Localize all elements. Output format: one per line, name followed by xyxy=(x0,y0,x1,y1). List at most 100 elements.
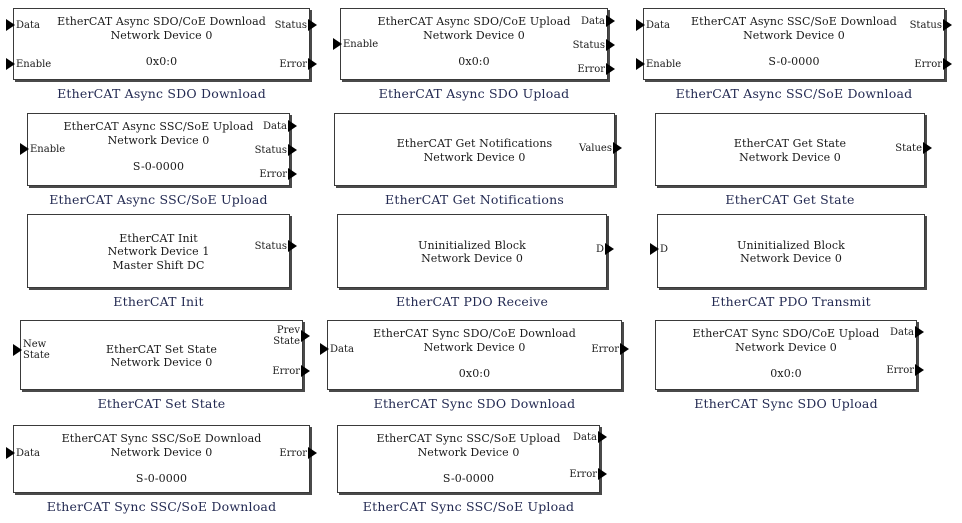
output-port[interactable]: Prev State xyxy=(273,325,310,347)
port-arrow-icon xyxy=(308,58,317,70)
block-caption[interactable]: EtherCAT Get Notifications xyxy=(385,192,564,207)
block-caption[interactable]: EtherCAT PDO Receive xyxy=(395,294,549,309)
block-caption[interactable]: EtherCAT Sync SSC/SoE Download xyxy=(46,499,277,514)
output-port[interactable]: Error xyxy=(279,447,317,459)
input-port[interactable]: Data xyxy=(320,343,354,355)
input-port[interactable]: Data xyxy=(636,19,670,31)
block-caption[interactable]: EtherCAT Sync SSC/SoE Upload xyxy=(362,499,575,514)
block-title-line: EtherCAT Sync SSC/SoE Download xyxy=(61,432,262,445)
block-caption[interactable]: EtherCAT Set State xyxy=(97,396,226,411)
output-port[interactable]: Status xyxy=(255,240,297,252)
output-port[interactable]: Error xyxy=(914,58,952,70)
block-title-line: Network Device 0 xyxy=(110,356,213,369)
input-port[interactable]: Enable xyxy=(636,58,681,70)
output-port[interactable]: Error xyxy=(272,365,310,377)
block-caption[interactable]: EtherCAT Get State xyxy=(725,192,855,207)
output-port[interactable]: Status xyxy=(255,144,297,156)
input-port[interactable]: Enable xyxy=(20,143,65,155)
output-port[interactable]: Error xyxy=(886,364,924,376)
block-caption[interactable]: EtherCAT Async SSC/SoE Upload xyxy=(49,192,268,207)
port-arrow-icon xyxy=(598,468,607,480)
port-arrow-icon xyxy=(605,243,614,255)
block-parameter-value: S-0-0000 xyxy=(135,472,188,485)
output-port[interactable]: Status xyxy=(275,19,317,31)
block-title-line: Network Device 0 xyxy=(743,28,845,42)
output-port[interactable]: Error xyxy=(279,58,317,70)
input-port[interactable]: New State xyxy=(13,339,50,361)
port-arrow-icon xyxy=(288,144,297,156)
port-arrow-icon xyxy=(598,431,607,443)
output-port[interactable]: State xyxy=(895,142,932,154)
output-port-label: Error xyxy=(569,468,597,480)
port-arrow-icon xyxy=(606,63,615,75)
input-port[interactable]: D xyxy=(650,243,668,255)
output-port-label: Status xyxy=(909,19,942,31)
block-caption[interactable]: EtherCAT Async SDO Download xyxy=(57,86,266,101)
block-caption[interactable]: EtherCAT Init xyxy=(113,294,204,309)
output-port[interactable]: Status xyxy=(910,19,952,31)
output-port[interactable]: Data xyxy=(263,120,297,132)
block-caption[interactable]: EtherCAT Sync SDO Download xyxy=(373,396,576,411)
block-caption[interactable]: EtherCAT Async SDO Upload xyxy=(378,86,570,101)
block-title-line: EtherCAT Set State xyxy=(105,342,218,356)
block-title-line: EtherCAT Get Notifications xyxy=(396,137,553,150)
block-title-line: EtherCAT Sync SDO/CoE Upload xyxy=(692,327,880,340)
output-port[interactable]: Data xyxy=(890,326,924,338)
output-port-label: State xyxy=(895,142,922,154)
input-port[interactable]: Data xyxy=(6,19,40,31)
input-port[interactable]: Enable xyxy=(333,38,378,50)
block-caption[interactable]: EtherCAT Async SSC/SoE Download xyxy=(675,86,913,101)
output-port[interactable]: Values xyxy=(579,142,622,154)
block-title-line: Network Device 1 xyxy=(107,245,210,259)
block-title-line: EtherCAT Sync SDO/CoE Download xyxy=(373,327,576,340)
output-port[interactable]: Error xyxy=(577,63,615,75)
output-port[interactable]: Status xyxy=(573,39,615,51)
function-block-async-ssc-soe-download[interactable]: EtherCAT Async SSC/SoE Download Network D… xyxy=(636,8,952,110)
function-block-async-ssc-soe-upload[interactable]: EtherCAT Async SSC/SoE Upload Network Dev… xyxy=(20,113,297,216)
output-port[interactable]: Error xyxy=(569,468,607,480)
input-port[interactable]: Enable xyxy=(6,58,51,70)
output-port[interactable]: Data xyxy=(581,15,615,27)
input-port[interactable]: Data xyxy=(6,447,40,459)
output-port[interactable]: Error xyxy=(259,168,297,180)
output-port[interactable]: Error xyxy=(591,343,629,355)
block-caption[interactable]: EtherCAT Sync SDO Upload xyxy=(694,396,878,411)
block-caption[interactable]: EtherCAT PDO Transmit xyxy=(711,294,871,309)
block-title-line: Network Device 0 xyxy=(107,133,210,147)
output-port[interactable]: Data xyxy=(573,431,607,443)
port-arrow-icon xyxy=(308,19,317,31)
output-port[interactable]: D xyxy=(596,243,614,255)
